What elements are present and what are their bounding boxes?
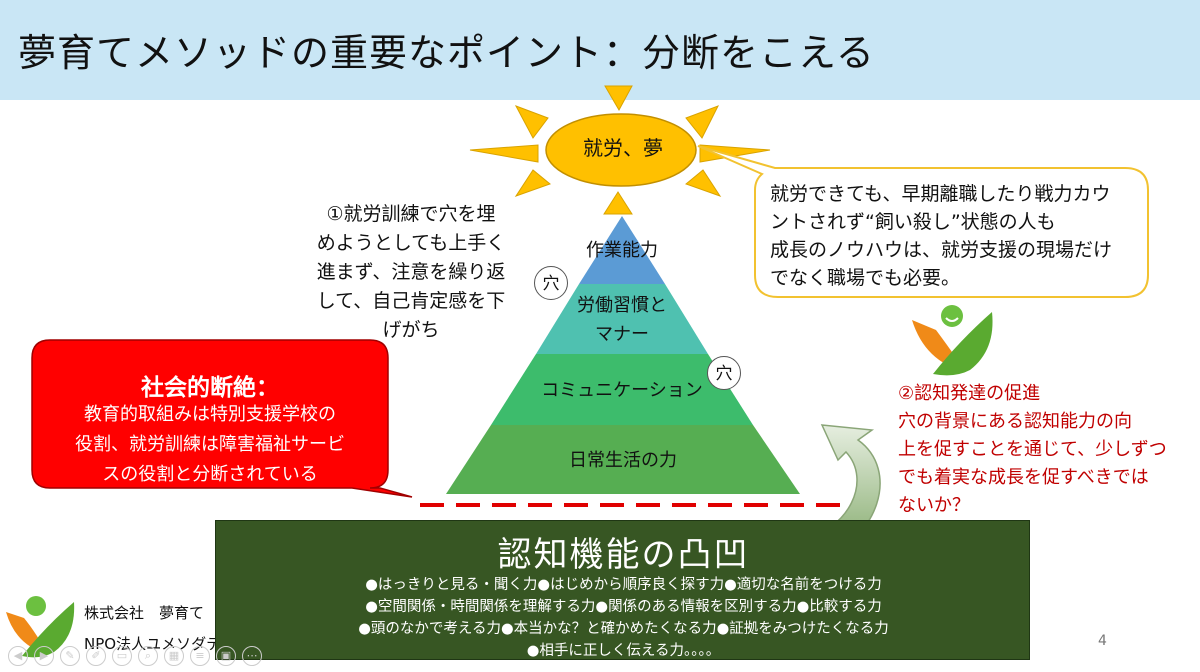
sun-ray [514, 105, 549, 139]
social-title: 社会的断絶： [141, 375, 279, 401]
sun-ray [604, 85, 633, 112]
pen-icon[interactable]: ✎ [60, 646, 80, 666]
callout-line: 就労できても、早期離職したり戦力カウ [770, 183, 1111, 205]
sun-ray [603, 191, 633, 215]
pyramid-level-2 [536, 284, 708, 354]
cognitive-line: ●はっきりと見る・聞く力●はじめから順序良く探す力●適切な名前をつける力 [365, 577, 882, 593]
note-line: ①就労訓練で穴を埋 [326, 203, 496, 225]
level-label-communication: コミュニケーション [541, 380, 703, 401]
logo-left [6, 596, 75, 658]
sun-ray [684, 169, 722, 197]
cognitive-box: 認知機能の凸凹 ●はっきりと見る・聞く力●はじめから順序良く探す力●適切な名前を… [215, 520, 1030, 660]
callout-bubble [697, 145, 1149, 298]
red-note-line: ②認知発達の促進 [898, 383, 1041, 404]
cognitive-line: ●相手に正しく伝える力。。。。 [526, 643, 721, 659]
pyramid-level-4 [446, 425, 800, 494]
sun-ray [469, 144, 539, 163]
social-line: スの役割と分断されている [102, 464, 318, 485]
pyramid-level-3 [491, 354, 753, 425]
level-label-habits: 労働習慣と [577, 295, 667, 316]
sun-ray [514, 169, 552, 197]
zoom-icon[interactable]: ⌕ [138, 646, 158, 666]
subtitle-icon[interactable]: ≡ [190, 646, 210, 666]
callout-line: ントされず“飼い殺し”状態の人も [770, 211, 1056, 233]
grid-icon[interactable]: ▦ [164, 646, 184, 666]
pyramid-level-1 [579, 216, 665, 284]
sun-ray [685, 105, 720, 139]
social-line: 教育的取組みは特別支援学校の [84, 404, 336, 425]
level-label-work: 作業能力 [586, 240, 658, 261]
note-line: して、自己肯定感を下 [316, 290, 506, 312]
title-bar [0, 0, 1200, 100]
page-title: 夢育てメソッドの重要なポイント：分断をこえる [18, 31, 875, 75]
slide-toolbar: ◀ ▶ ✎ ✐ ▭ ⌕ ▦ ≡ ▣ ⋯ [8, 646, 262, 670]
level-label-daily-life: 日常生活の力 [569, 450, 677, 471]
note-line: 進まず、注意を繰り返 [316, 261, 506, 283]
prev-icon[interactable]: ◀ [8, 646, 28, 666]
red-note-line: ないか？ [898, 495, 970, 516]
cognitive-line: ●頭のなかで考える力●本当かな？と確かめたくなる力●証拠をみつけたくなる力 [358, 621, 889, 637]
cognitive-note: ②認知発達の促進 穴の背景にある認知能力の向 上を促すことを通じて、少しずつ で… [898, 380, 1198, 520]
sun-body [545, 113, 697, 187]
page-number: 4 [1098, 633, 1107, 649]
note-training: ①就労訓練で穴を埋 めようとしても上手く 進まず、注意を繰り返 して、自己肯定感… [300, 200, 522, 345]
callout-line: 成長のノウハウは、就労支援の現場だけ [770, 239, 1113, 261]
callout-line: でなく職場でも必要。 [770, 267, 961, 289]
hole-marker: 穴 [707, 356, 741, 390]
social-line: 役割、就労訓練は障害福祉サービ [75, 434, 345, 455]
note-line: めようとしても上手く [316, 232, 506, 254]
callout-text: 就労できても、早期離職したり戦力カウ ントされず“飼い殺し”状態の人も 成長のノ… [770, 180, 1150, 292]
logo-right [912, 305, 993, 376]
cognitive-line: ●空間関係・時間関係を理解する力●関係のある情報を区別する力●比較する力 [365, 599, 882, 615]
note-line: げがち [382, 319, 440, 341]
level-label-manners: マナー [595, 324, 649, 345]
next-icon[interactable]: ▶ [34, 646, 54, 666]
highlighter-icon[interactable]: ✐ [86, 646, 106, 666]
company-name: 株式会社 夢育て [84, 604, 205, 622]
eraser-icon[interactable]: ▭ [112, 646, 132, 666]
red-note-line: でも着実な成長を促すべきでは [898, 467, 1149, 488]
sun-label: 就労、夢 [583, 136, 663, 160]
red-note-line: 上を促すことを通じて、少しずつ [898, 439, 1167, 460]
sun-rays [469, 85, 771, 215]
more-icon[interactable]: ⋯ [242, 646, 262, 666]
hole-marker: 穴 [534, 266, 568, 300]
camera-icon[interactable]: ▣ [216, 646, 236, 666]
social-body: 教育的取組みは特別支援学校の 役割、就労訓練は障害福祉サービ スの役割と分断され… [40, 400, 380, 490]
cognitive-title: 認知機能の凸凹 [497, 535, 750, 575]
red-note-line: 穴の背景にある認知能力の向 [898, 411, 1132, 432]
social-bubble [31, 339, 413, 498]
